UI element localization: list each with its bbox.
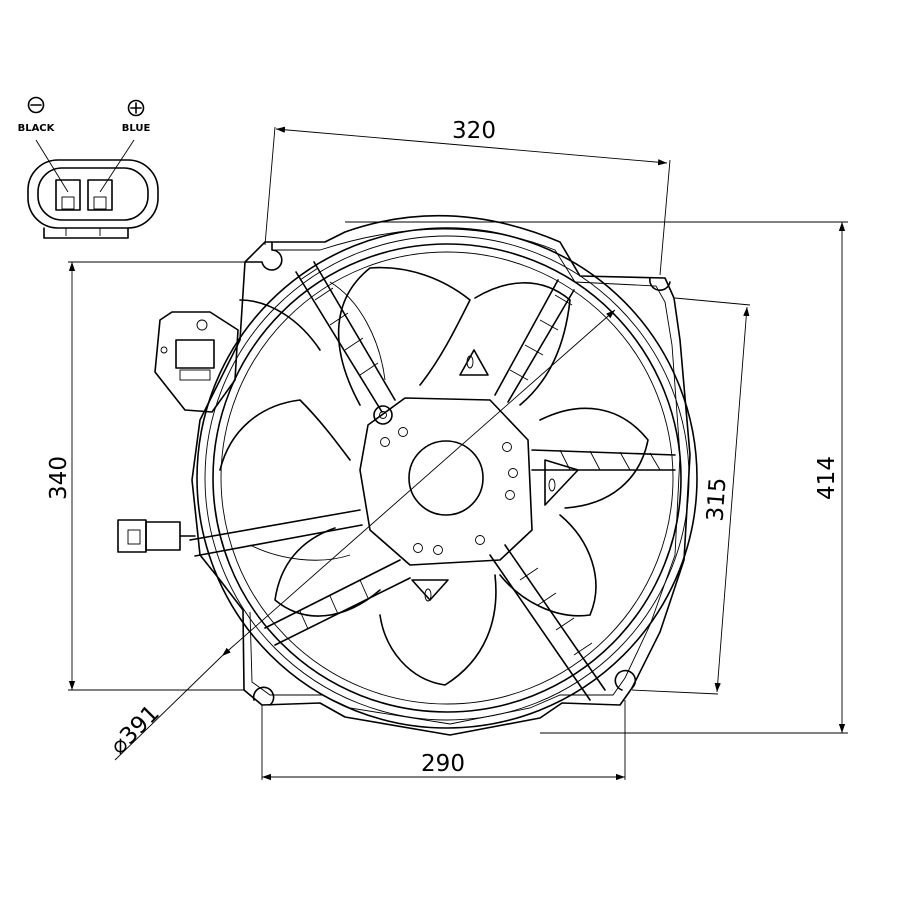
plus-pin-label: BLUE [122,123,151,134]
fan-rings [196,227,698,729]
mount-hole-top-right [649,277,671,291]
dimension-width-290: 290 [261,700,626,781]
minus-symbol-icon [27,96,45,114]
mount-hole-bottom-left [252,686,275,706]
dimension-label-414: 414 [814,456,840,500]
minus-pin-label: BLACK [18,123,56,134]
plus-symbol-icon [127,99,145,117]
dimension-label-320: 320 [452,118,496,144]
connector-legend: BLACK BLUE [18,96,159,239]
dimension-height-315: 315 [631,297,751,695]
fan-blades [219,266,649,686]
dimension-width-320: 320 [264,118,671,276]
dimension-label-290: 290 [421,751,465,777]
motor-shaft-opening [408,440,484,516]
mount-hole-top-left [244,241,283,271]
cable-plug [117,519,196,553]
dimension-label-340: 340 [46,456,72,500]
side-resistor-box [154,311,239,413]
mount-hole-bottom-right [614,669,637,691]
dimension-label-315: 315 [703,477,732,523]
dimension-height-340: 340 [46,261,245,691]
dimension-label-diameter: ⌀391 [105,700,164,759]
connector-plug-icon [27,139,159,239]
dimension-height-414: 414 [345,221,848,734]
